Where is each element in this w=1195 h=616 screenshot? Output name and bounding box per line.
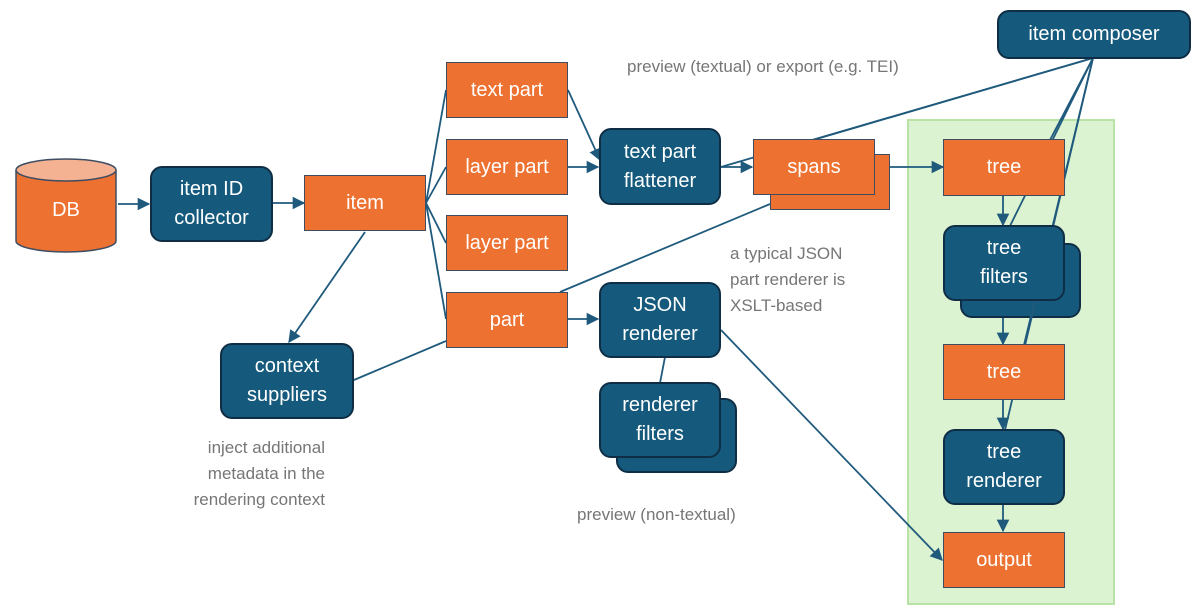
edge-context-part bbox=[353, 340, 447, 381]
tree-node-2: tree bbox=[943, 344, 1065, 400]
edge-item-part bbox=[425, 202, 447, 320]
json-renderer-note: a typical JSON part renderer is XSLT-bas… bbox=[730, 244, 846, 315]
edge-json-output bbox=[720, 329, 943, 561]
text-part-flattener-node: text part flattener bbox=[599, 128, 721, 205]
edge-composer-spans bbox=[811, 57, 1094, 141]
item-composer-node: item composer bbox=[997, 10, 1191, 59]
preview-non-textual-note: preview (non-textual) bbox=[577, 505, 736, 524]
database-icon bbox=[15, 158, 117, 253]
renderer-filters-node: renderer filters bbox=[599, 382, 721, 458]
preview-textual-note: preview (textual) or export (e.g. TEI) bbox=[627, 57, 899, 76]
tree-renderer-node: tree renderer bbox=[943, 429, 1065, 505]
edge-item-layerpart2 bbox=[425, 202, 447, 244]
edge-json-rendererfilters bbox=[659, 356, 666, 384]
text-part-node: text part bbox=[446, 62, 568, 118]
item-id-collector-node: item ID collector bbox=[150, 166, 273, 242]
edge-part-spans bbox=[559, 203, 771, 293]
edge-item-layerpart1 bbox=[425, 166, 447, 204]
spans-node: spans bbox=[753, 139, 875, 195]
layer-part-node-1: layer part bbox=[446, 139, 568, 195]
db-node: DB bbox=[14, 157, 118, 254]
output-node: output bbox=[943, 532, 1065, 588]
part-node: part bbox=[446, 292, 568, 348]
context-suppliers-node: context suppliers bbox=[220, 343, 354, 419]
json-renderer-node: JSON renderer bbox=[599, 282, 721, 358]
edge-item-textpart bbox=[425, 89, 447, 204]
db-label: DB bbox=[52, 199, 80, 221]
edge-item-context bbox=[288, 231, 366, 344]
tree-filters-node: tree filters bbox=[943, 225, 1065, 301]
layer-part-node-2: layer part bbox=[446, 215, 568, 271]
inject-metadata-note: inject additional metadata in the render… bbox=[193, 438, 325, 509]
tree-node-1: tree bbox=[943, 139, 1065, 196]
item-node: item bbox=[304, 175, 426, 231]
edge-textpart-flattener bbox=[567, 89, 602, 162]
